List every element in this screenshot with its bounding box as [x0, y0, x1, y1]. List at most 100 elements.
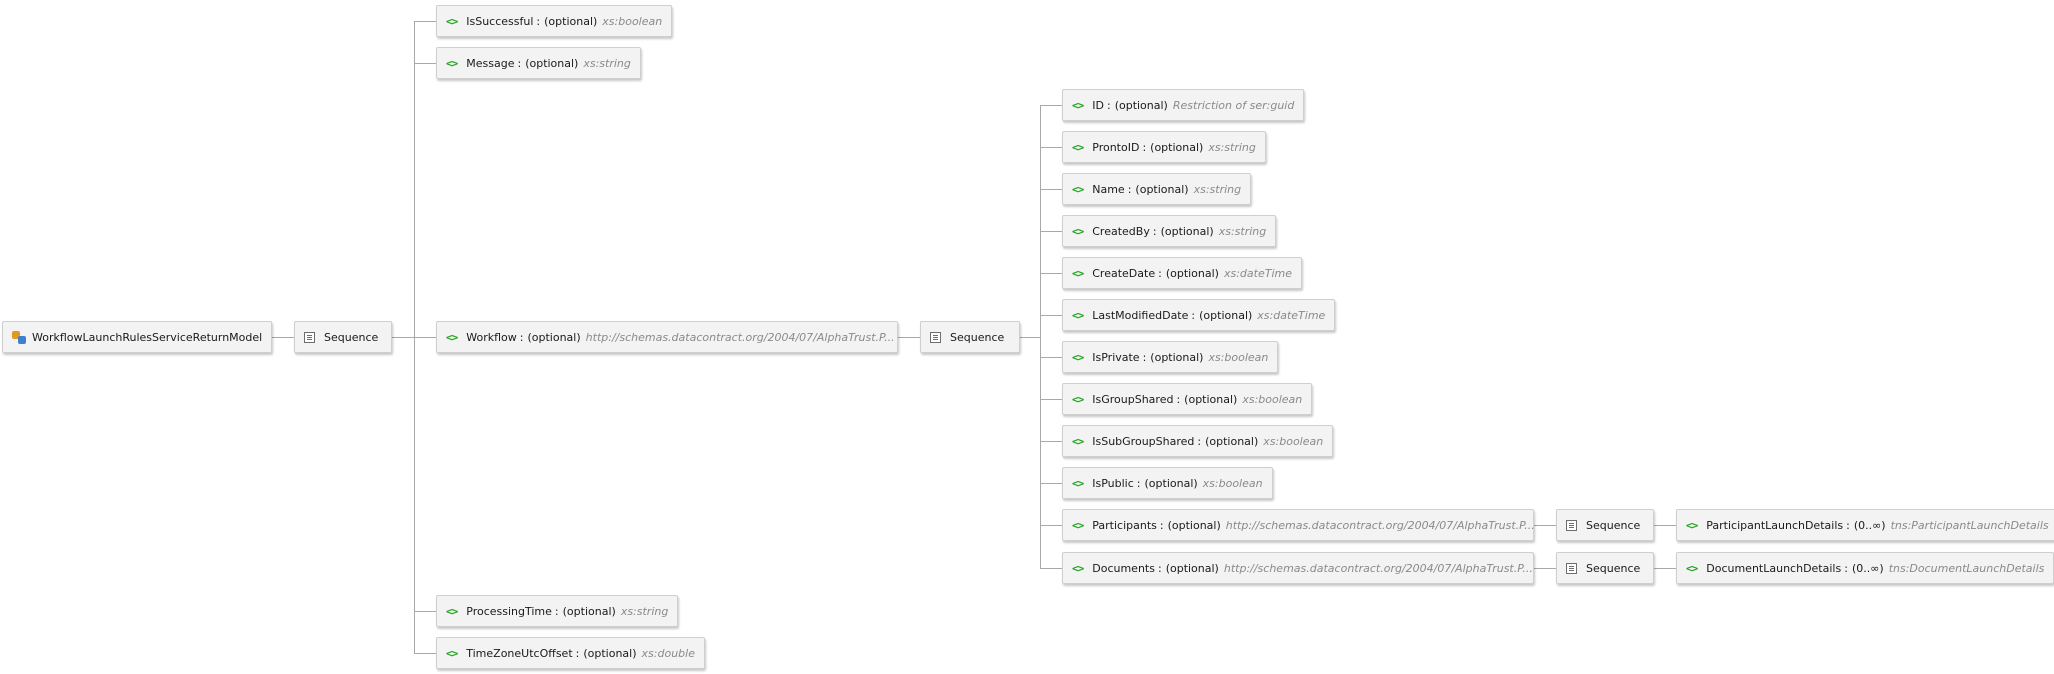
element-icon: <> — [1072, 224, 1084, 238]
element-type: xs:boolean — [1202, 476, 1263, 490]
element-name: DocumentLaunchDetails — [1706, 561, 1842, 575]
sequence-node-root[interactable]: Sequence — [294, 321, 392, 353]
element-icon: <> — [1072, 308, 1084, 322]
element-icon: <> — [1072, 140, 1084, 154]
element-occurs: (optional) — [1150, 350, 1204, 364]
element-name: CreateDate — [1092, 266, 1156, 280]
sequence-icon — [930, 331, 941, 343]
element-type: tns:DocumentLaunchDetails — [1888, 561, 2045, 575]
element-occurs: (optional) — [1165, 561, 1219, 575]
element-node-workflow[interactable]: <> Workflow: (optional) http://schemas.d… — [436, 321, 898, 353]
element-occurs: (optional) — [525, 56, 579, 70]
element-occurs: (optional) — [1160, 224, 1214, 238]
element-type: http://schemas.datacontract.org/2004/07/… — [1223, 561, 1533, 575]
element-node-lastmodifieddate[interactable]: <> LastModifiedDate: (optional) xs:dateT… — [1062, 299, 1336, 331]
element-type: xs:boolean — [602, 14, 663, 28]
sequence-label: Sequence — [950, 330, 1005, 344]
element-name: IsSuccessful — [466, 14, 534, 28]
element-occurs: (optional) — [1114, 98, 1168, 112]
element-name: CreatedBy — [1092, 224, 1150, 238]
element-name: Documents — [1092, 561, 1155, 575]
element-node-documents[interactable]: <> Documents: (optional) http://schemas.… — [1062, 552, 1534, 584]
element-type: xs:string — [1193, 182, 1242, 196]
element-type: xs:boolean — [1242, 392, 1303, 406]
element-occurs: (optional) — [583, 646, 637, 660]
element-icon: <> — [1072, 561, 1084, 575]
sequence-label: Sequence — [1586, 561, 1641, 575]
element-node-name[interactable]: <> Name: (optional) xs:string — [1062, 173, 1252, 205]
element-icon: <> — [446, 56, 458, 70]
element-node-message[interactable]: <> Message: (optional) xs:string — [436, 47, 641, 79]
element-name: Workflow — [466, 330, 517, 344]
element-name: IsPublic — [1092, 476, 1134, 490]
element-type: http://schemas.datacontract.org/2004/07/… — [585, 330, 895, 344]
element-node-processingtime[interactable]: <> ProcessingTime: (optional) xs:string — [436, 595, 679, 627]
sequence-node-documents[interactable]: Sequence — [1556, 552, 1654, 584]
element-name: IsGroupShared — [1092, 392, 1174, 406]
element-name: ParticipantLaunchDetails — [1706, 518, 1844, 532]
element-name: LastModifiedDate — [1092, 308, 1189, 322]
element-occurs: (optional) — [1167, 518, 1221, 532]
element-icon: <> — [446, 14, 458, 28]
element-occurs: (optional) — [1144, 476, 1198, 490]
element-icon: <> — [1686, 518, 1698, 532]
element-type: xs:dateTime — [1223, 266, 1292, 280]
sequence-label: Sequence — [1586, 518, 1641, 532]
element-type: xs:string — [620, 604, 669, 618]
root-node[interactable]: WorkflowLaunchRulesServiceReturnModel — [2, 321, 273, 353]
element-name: ProntoID — [1092, 140, 1140, 154]
element-name: IsPrivate — [1092, 350, 1140, 364]
element-occurs: (optional) — [1165, 266, 1219, 280]
element-node-documentlaunchdetails[interactable]: <> DocumentLaunchDetails: (0..∞) tns:Doc… — [1676, 552, 2054, 584]
element-node-issuccessful[interactable]: <> IsSuccessful: (optional) xs:boolean — [436, 5, 673, 37]
element-node-prontoid[interactable]: <> ProntoID: (optional) xs:string — [1062, 131, 1266, 163]
element-type: tns:ParticipantLaunchDetails — [1890, 518, 2049, 532]
element-occurs: (optional) — [1199, 308, 1253, 322]
element-node-participantlaunchdetails[interactable]: <> ParticipantLaunchDetails: (0..∞) tns:… — [1676, 509, 2054, 541]
sequence-node-participants[interactable]: Sequence — [1556, 509, 1654, 541]
element-node-createdate[interactable]: <> CreateDate: (optional) xs:dateTime — [1062, 257, 1302, 289]
element-type: xs:string — [583, 56, 631, 70]
element-icon: <> — [1072, 476, 1084, 490]
element-node-id[interactable]: <> ID: (optional) Restriction of ser:gui… — [1062, 89, 1305, 121]
complex-type-icon — [12, 330, 26, 344]
sequence-node-workflow[interactable]: Sequence — [920, 321, 1020, 353]
element-occurs: (optional) — [527, 330, 581, 344]
element-occurs: (0..∞) — [1851, 561, 1884, 575]
element-node-isgroupshared[interactable]: <> IsGroupShared: (optional) xs:boolean — [1062, 383, 1313, 415]
element-occurs: (optional) — [1184, 392, 1238, 406]
element-name: IsSubGroupShared — [1092, 434, 1195, 448]
element-type: xs:string — [1218, 224, 1267, 238]
element-icon: <> — [1072, 434, 1084, 448]
element-icon: <> — [1072, 350, 1084, 364]
element-icon: <> — [1686, 561, 1698, 575]
element-occurs: (optional) — [544, 14, 598, 28]
element-icon: <> — [1072, 518, 1084, 532]
element-occurs: (optional) — [1205, 434, 1259, 448]
sequence-icon — [1566, 562, 1577, 574]
element-type: xs:string — [1208, 140, 1256, 154]
element-name: ProcessingTime — [466, 604, 552, 618]
element-node-ispublic[interactable]: <> IsPublic: (optional) xs:boolean — [1062, 467, 1273, 499]
element-node-issubgroupshared[interactable]: <> IsSubGroupShared: (optional) xs:boole… — [1062, 425, 1334, 457]
element-node-timezoneutcoffset[interactable]: <> TimeZoneUtcOffset: (optional) xs:doub… — [436, 637, 705, 669]
element-name: Participants — [1092, 518, 1157, 532]
element-type: http://schemas.datacontract.org/2004/07/… — [1225, 518, 1535, 532]
element-type: xs:dateTime — [1257, 308, 1326, 322]
element-name: ID — [1092, 98, 1104, 112]
element-type: xs:boolean — [1208, 350, 1269, 364]
element-name: Name — [1092, 182, 1125, 196]
element-occurs: (optional) — [1150, 140, 1204, 154]
element-icon: <> — [446, 646, 458, 660]
sequence-icon — [304, 331, 315, 343]
element-icon: <> — [446, 330, 458, 344]
element-node-isprivate[interactable]: <> IsPrivate: (optional) xs:boolean — [1062, 341, 1279, 373]
element-node-participants[interactable]: <> Participants: (optional) http://schem… — [1062, 509, 1535, 541]
sequence-label: Sequence — [324, 330, 379, 344]
element-type: Restriction of ser:guid — [1172, 98, 1295, 112]
element-occurs: (optional) — [1135, 182, 1189, 196]
element-icon: <> — [1072, 182, 1084, 196]
element-occurs: (optional) — [562, 604, 616, 618]
element-node-createdby[interactable]: <> CreatedBy: (optional) xs:string — [1062, 215, 1277, 247]
